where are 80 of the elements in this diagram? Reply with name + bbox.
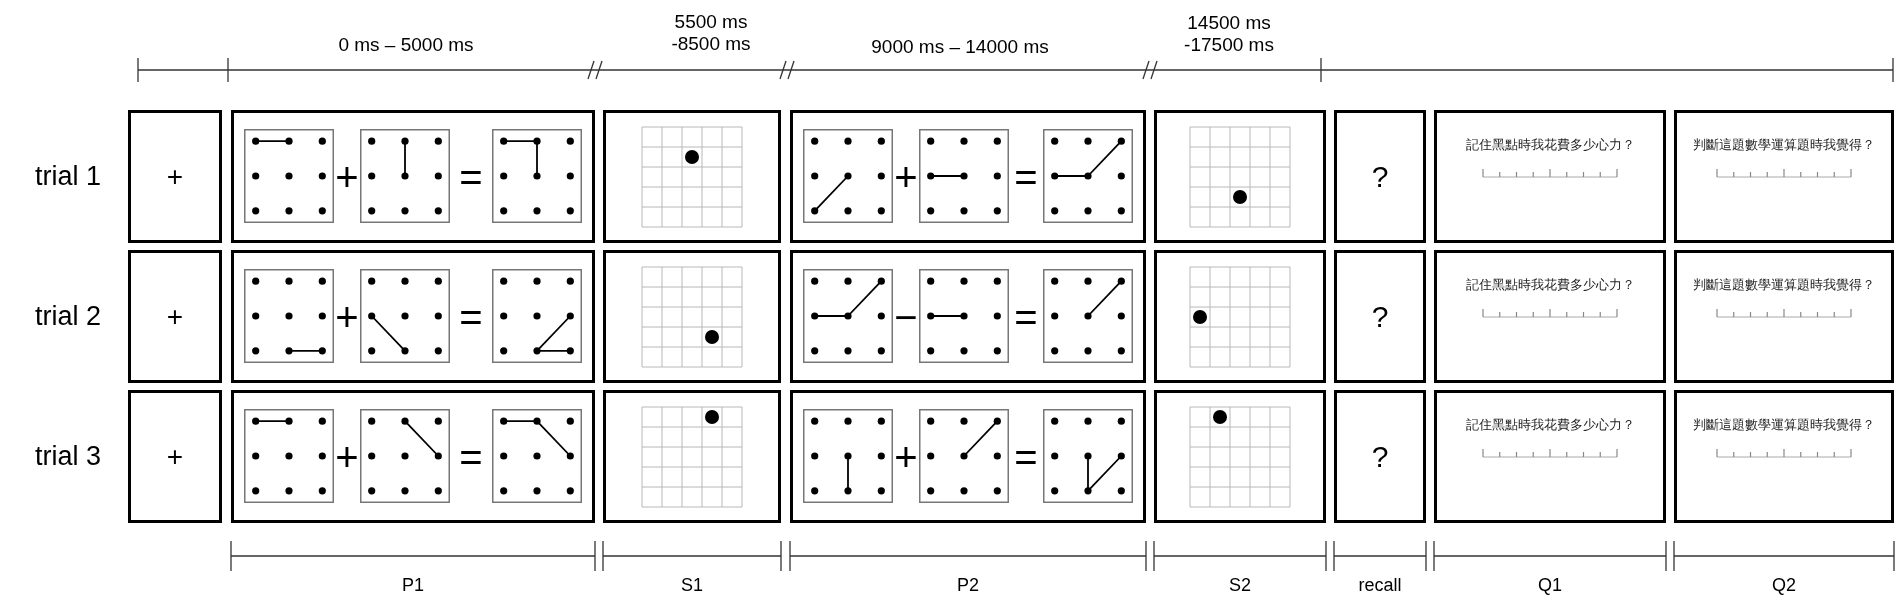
phase-label: S1 <box>681 575 703 597</box>
row-label: trial 1 <box>35 159 101 193</box>
dot-pattern-drawing <box>360 409 450 503</box>
time-label: 5500 ms -8500 ms <box>670 11 752 55</box>
phase-label: P1 <box>402 575 424 597</box>
recall-screen <box>1334 110 1426 243</box>
dot-pattern-drawing <box>492 409 582 503</box>
question-mark: ? <box>1371 298 1389 335</box>
rating-screen <box>1674 390 1894 523</box>
dot-pattern-drawing <box>803 129 893 223</box>
phase-label: P2 <box>957 575 979 597</box>
question-mark: ? <box>1371 158 1389 195</box>
rating-screen <box>1674 250 1894 383</box>
operator-sign: = <box>459 156 483 197</box>
operator-sign: + <box>335 296 359 337</box>
question-mark: ? <box>1371 438 1389 475</box>
time-label: 9000 ms – 14000 ms <box>871 35 1049 59</box>
operator-sign: = <box>1014 156 1038 197</box>
question-text: 記住黑點時我花費多少心力？ <box>1465 417 1635 433</box>
operator-sign: + <box>335 156 359 197</box>
time-label: 14500 ms -17500 ms <box>1183 12 1275 56</box>
operator-sign: = <box>1014 436 1038 477</box>
rating-screen <box>1434 390 1666 523</box>
dot-pattern-drawing <box>492 269 582 363</box>
phase-label: Q1 <box>1538 575 1562 597</box>
location-screen <box>1154 250 1326 383</box>
dot-pattern-drawing <box>360 269 450 363</box>
dot-pattern-drawing <box>1043 129 1133 223</box>
operator-sign: = <box>459 296 483 337</box>
phase-label: S2 <box>1229 575 1251 597</box>
dot-pattern-drawing <box>244 269 334 363</box>
problem-screen <box>790 390 1146 523</box>
dot-pattern-drawing <box>919 269 1009 363</box>
recall-screen <box>1334 250 1426 383</box>
question-text: 判斷這題數學運算題時我覺得？ <box>1693 137 1875 153</box>
phase-label: Q2 <box>1772 575 1796 597</box>
row-label: trial 3 <box>35 439 101 473</box>
location-screen <box>603 390 781 523</box>
recall-screen <box>1334 390 1426 523</box>
fixation-cross: + <box>166 439 184 474</box>
rating-screen <box>1674 110 1894 243</box>
operator-sign: − <box>894 296 918 337</box>
dot-pattern-drawing <box>244 409 334 503</box>
operator-sign: = <box>459 436 483 477</box>
problem-screen <box>231 250 595 383</box>
location-screen <box>1154 390 1326 523</box>
rating-screen <box>1434 250 1666 383</box>
dot-pattern-drawing <box>919 409 1009 503</box>
problem-screen <box>231 110 595 243</box>
fixation-cross: + <box>166 159 184 194</box>
question-text: 記住黑點時我花費多少心力？ <box>1465 277 1635 293</box>
operator-sign: + <box>894 156 918 197</box>
question-text: 判斷這題數學運算題時我覺得？ <box>1693 277 1875 293</box>
location-screen <box>603 250 781 383</box>
dot-pattern-drawing <box>1043 409 1133 503</box>
problem-screen <box>231 390 595 523</box>
dot-pattern-drawing <box>919 129 1009 223</box>
problem-screen <box>790 110 1146 243</box>
operator-sign: + <box>894 436 918 477</box>
phase-label: recall <box>1358 575 1402 597</box>
operator-sign: = <box>1014 296 1038 337</box>
operator-sign: + <box>335 436 359 477</box>
time-label: 0 ms – 5000 ms <box>338 33 474 57</box>
problem-screen <box>790 250 1146 383</box>
location-screen <box>603 110 781 243</box>
location-screen <box>1154 110 1326 243</box>
question-text: 記住黑點時我花費多少心力？ <box>1465 137 1635 153</box>
question-text: 判斷這題數學運算題時我覺得？ <box>1693 417 1875 433</box>
row-label: trial 2 <box>35 299 101 333</box>
fixation-cross: + <box>166 299 184 334</box>
fixation-screen <box>128 390 222 523</box>
dot-pattern-drawing <box>244 129 334 223</box>
dot-pattern-drawing <box>492 129 582 223</box>
fixation-screen <box>128 110 222 243</box>
dot-pattern-drawing <box>360 129 450 223</box>
fixation-screen <box>128 250 222 383</box>
dot-pattern-drawing <box>803 409 893 503</box>
dot-pattern-drawing <box>1043 269 1133 363</box>
rating-screen <box>1434 110 1666 243</box>
dot-pattern-drawing <box>803 269 893 363</box>
